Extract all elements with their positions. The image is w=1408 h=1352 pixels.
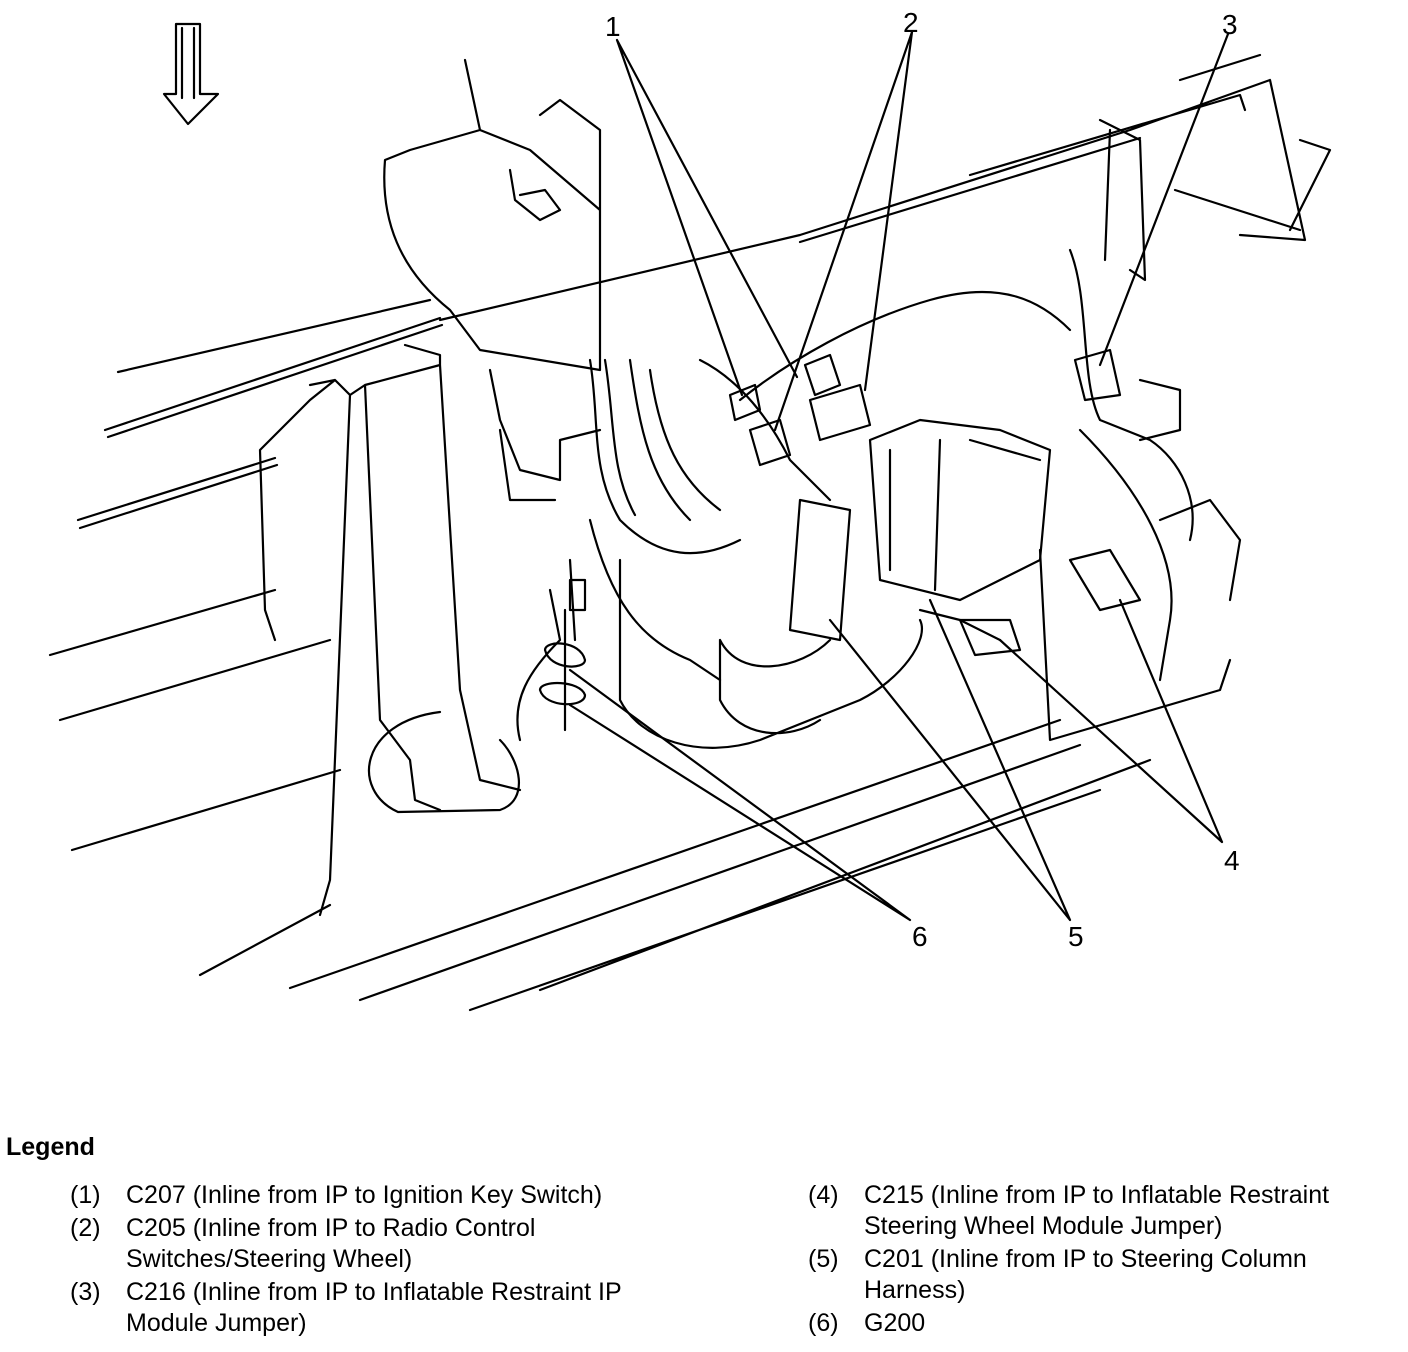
legend-item: (6) G200 [808,1308,1398,1339]
connector-c216 [1073,348,1122,402]
legend-item-text: C201 (Inline from IP to Steering Column … [864,1245,1307,1304]
legend-title: Legend [6,1133,95,1161]
callout-2: 2 [903,7,919,38]
upper-dash-structure [438,53,1332,322]
left-bracket [258,343,522,917]
callout-3: 3 [1222,9,1238,40]
legend-item: (2) C205 (Inline from IP to Radio Contro… [70,1213,690,1275]
legend-item-number: (2) [70,1214,101,1242]
legend-item-text: C216 (Inline from IP to Inflatable Restr… [126,1278,622,1337]
column-tube [618,558,923,749]
legend-column-right: (4) C215 (Inline from IP to Inflatable R… [808,1180,1398,1341]
legend-item: (4) C215 (Inline from IP to Inflatable R… [808,1180,1398,1242]
steering-column [383,58,602,372]
direction-arrow-icon [162,22,220,126]
wiring-harness [516,248,1194,742]
legend-item-number: (4) [808,1181,839,1209]
callout-6: 6 [912,921,928,952]
connector-c201 [788,418,1052,657]
callout-4: 4 [1224,845,1240,876]
wiring-diagram: 1 2 3 4 5 6 [48,7,1332,1012]
callout-5: 5 [1068,921,1084,952]
legend-item-text: G200 [864,1309,926,1337]
legend-item-text: C215 (Inline from IP to Inflatable Restr… [864,1181,1330,1240]
legend-item-text: C205 (Inline from IP to Radio Control Sw… [126,1214,536,1273]
callout-1: 1 [605,11,621,42]
legend-item: (3) C216 (Inline from IP to Inflatable R… [70,1277,690,1339]
legend-item-number: (5) [808,1245,839,1273]
callout-numbers: 1 2 3 4 5 6 [605,7,1240,952]
connector-c205 [748,353,872,467]
legend-item-text: C207 (Inline from IP to Ignition Key Swi… [126,1181,603,1209]
dash-panel-lines [48,298,1152,1012]
legend-item: (1) C207 (Inline from IP to Ignition Key… [70,1180,690,1211]
connector-c215 [1068,548,1142,612]
bracket-loop [367,710,521,814]
legend-item-number: (1) [70,1181,101,1209]
column-lower-shell [488,368,602,502]
leader-lines [568,30,1230,922]
legend-item-number: (3) [70,1278,101,1306]
connector-c207 [728,383,762,422]
legend-item: (5) C201 (Inline from IP to Steering Col… [808,1244,1398,1306]
legend-item-number: (6) [808,1309,839,1337]
right-bracket [1038,118,1242,742]
legend-column-left: (1) C207 (Inline from IP to Ignition Key… [70,1180,690,1341]
ground-g200 [538,578,587,732]
